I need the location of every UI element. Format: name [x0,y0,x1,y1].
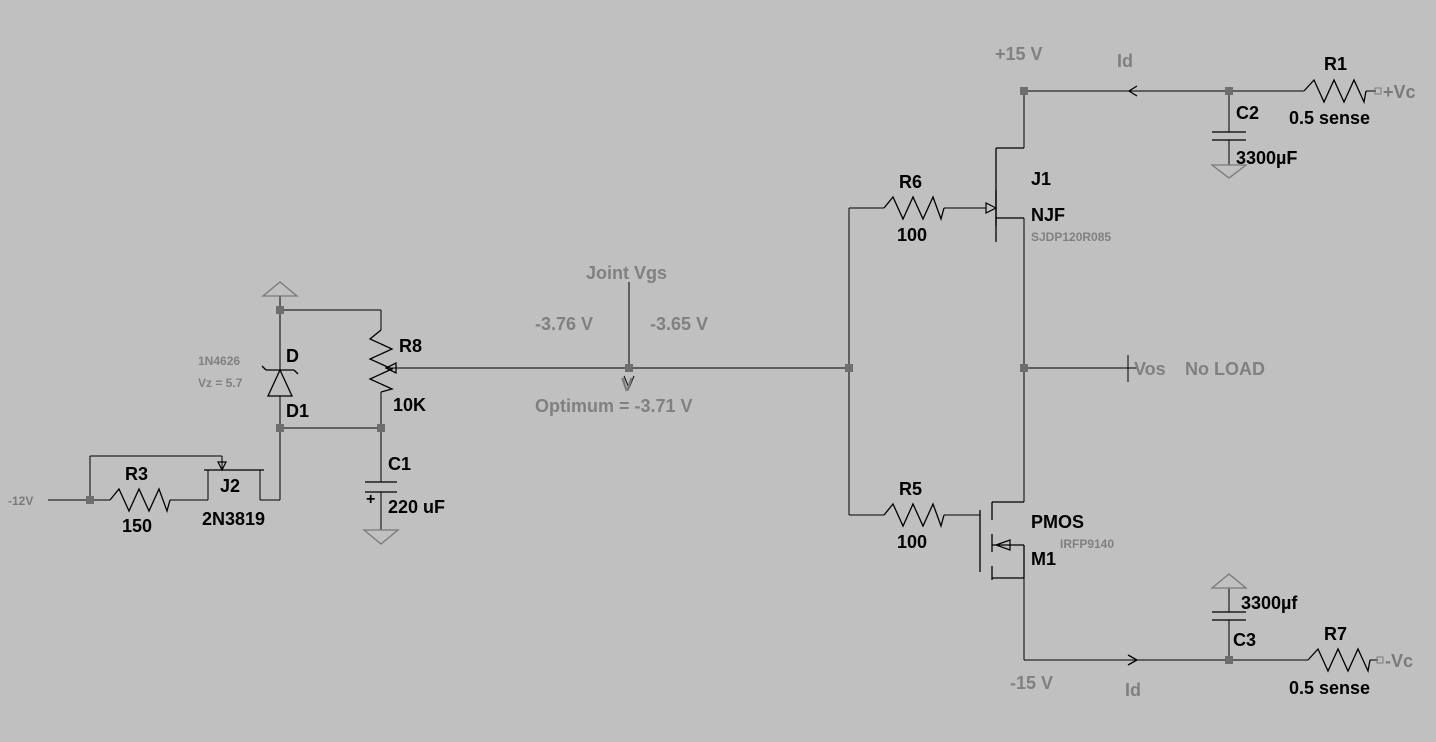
pos-vc-port [1374,87,1382,95]
c2-value: 3300µF [1236,148,1297,168]
pos-vc-label: +Vc [1383,82,1416,102]
r5-ref: R5 [899,479,922,499]
r1-symbol [1303,78,1367,105]
j1-type: NJF [1031,205,1065,225]
m1-ref: M1 [1031,549,1056,569]
r8-ref: R8 [399,336,422,356]
c3-ground-icon [1210,573,1248,589]
d1-part: 1N4626 [198,354,240,368]
neg-supply-label: -12V [8,494,33,508]
r7-value: 0.5 sense [1289,678,1370,698]
zener-top-ground-icon [261,281,299,297]
j1-part: SJDP120R085 [1031,230,1111,244]
j2-ref: J2 [220,476,240,496]
labels: +15 V -15 V +Vc -Vc -12V Id Id Vos No LO… [8,44,1416,700]
c1-ref: C1 [388,454,411,474]
optimum-label: Optimum = -3.71 V [535,396,693,416]
r6-ref: R6 [899,172,922,192]
vgs-right-value: -3.65 V [650,314,708,334]
d1-ref: D1 [286,401,309,421]
d1-note: Vz = 5.7 [198,376,243,390]
vgs-probe-marker [623,375,635,390]
c2-ref: C2 [1236,103,1259,123]
zener-diode-d1 [261,365,299,397]
r7-symbol [1307,647,1371,674]
r7-ref: R7 [1324,624,1347,644]
r3-symbol [109,487,171,514]
r1-value: 0.5 sense [1289,108,1370,128]
mosfet-m1 [979,501,1025,580]
r6-symbol [883,195,945,222]
svg-text:+: + [366,491,375,508]
r1-ref: R1 [1324,54,1347,74]
junctions [86,87,1233,664]
d1-type: D [286,346,299,366]
pos-rail-label: +15 V [995,44,1043,64]
wires [48,90,1378,661]
ground-symbols [261,164,1248,589]
joint-vgs-label: Joint Vgs [586,263,667,283]
m1-type: PMOS [1031,512,1084,532]
neg-vc-label: -Vc [1385,651,1413,671]
vgs-left-value: -3.76 V [535,314,593,334]
r8-value: 10K [393,395,426,415]
c3-ref: C3 [1233,630,1256,650]
j2-part: 2N3819 [202,509,265,529]
r3-value: 150 [122,516,152,536]
m1-part: IRFP9140 [1060,537,1114,551]
c3-symbol [1212,611,1246,621]
id-bottom-label: Id [1125,680,1141,700]
id-bottom-arrow [1127,654,1139,666]
id-top-arrow [1127,85,1138,97]
id-top-label: Id [1117,51,1133,71]
no-load-label: No LOAD [1185,359,1265,379]
c2-symbol [1212,131,1246,141]
neg-vc-port [1376,656,1384,664]
vos-label: Vos [1134,359,1166,379]
j1-ref: J1 [1031,169,1051,189]
r3-ref: R3 [125,464,148,484]
c2-ground-icon [1210,164,1248,179]
jfet-j1 [985,147,1024,242]
r5-symbol [883,502,945,529]
c1-value: 220 uF [388,497,445,517]
r8-wiper-arrow [384,361,397,375]
c1-symbol: + [365,481,397,508]
vgs-probe-label: V [621,375,633,395]
r6-value: 100 [897,225,927,245]
c1-ground-icon [362,529,400,545]
r5-value: 100 [897,532,927,552]
c3-value: 3300µf [1241,593,1298,613]
r8-symbol [368,329,394,393]
neg-rail-label: -15 V [1010,673,1053,693]
jfet-j2 [204,461,264,472]
component-symbols: + [109,78,1384,674]
